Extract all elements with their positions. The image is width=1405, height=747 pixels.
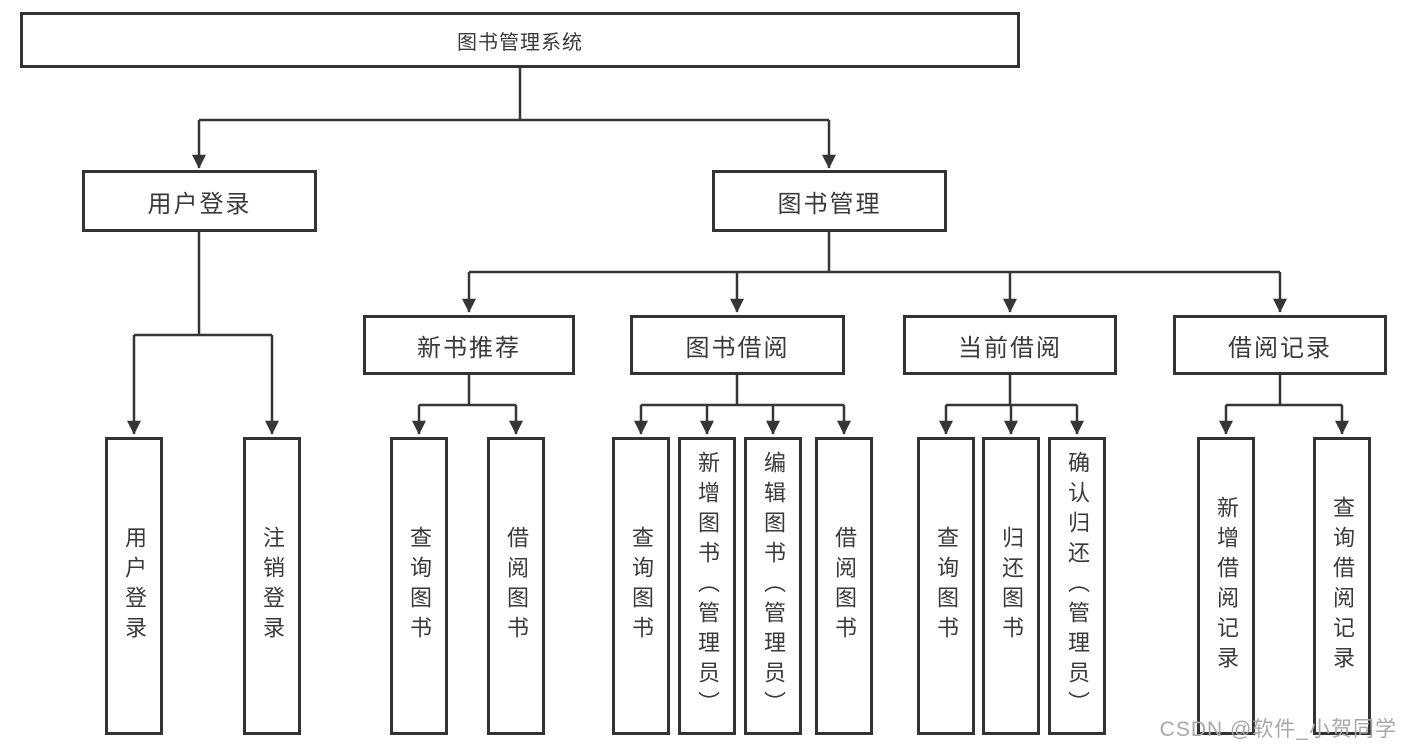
leaf-query-borrow-record: 查询借阅记录 — [1313, 437, 1371, 735]
leaf-query-books-borrow: 查询图书 — [612, 437, 670, 735]
node-user-login-label: 用户登录 — [147, 190, 252, 218]
node-book-borrow: 图书借阅 — [630, 315, 845, 375]
node-book-management-label: 图书管理 — [777, 190, 882, 218]
connector-trunk — [134, 68, 1342, 407]
leaf-borrow-books-label: 借阅图书 — [832, 526, 857, 646]
leaf-edit-book-admin: 编辑图书（管理员） — [744, 437, 802, 735]
node-library-system: 图书管理系统 — [20, 12, 1020, 68]
leaf-query-books-recommend-label: 查询图书 — [407, 526, 432, 646]
node-book-borrow-label: 图书借阅 — [685, 334, 790, 362]
leaf-edit-book-admin-label: 编辑图书（管理员） — [761, 451, 786, 721]
leaf-confirm-return-admin: 确认归还（管理员） — [1048, 437, 1106, 735]
leaf-user-login: 用户登录 — [105, 437, 163, 735]
node-library-system-label: 图书管理系统 — [457, 31, 583, 54]
leaf-query-books-borrow-label: 查询图书 — [629, 526, 654, 646]
leaf-confirm-return-admin-label: 确认归还（管理员） — [1065, 451, 1090, 721]
leaf-query-books-current-label: 查询图书 — [934, 526, 959, 646]
node-user-login: 用户登录 — [82, 170, 317, 232]
node-book-management: 图书管理 — [712, 170, 947, 232]
node-current-borrow-label: 当前借阅 — [958, 334, 1062, 362]
node-borrow-records: 借阅记录 — [1173, 315, 1387, 375]
leaf-add-borrow-record-label: 新增借阅记录 — [1214, 496, 1239, 676]
leaf-logout-label: 注销登录 — [260, 526, 285, 646]
node-new-book-recommend-label: 新书推荐 — [417, 334, 521, 362]
leaf-borrow-books-recommend: 借阅图书 — [487, 437, 545, 735]
leaf-add-book-admin: 新增图书（管理员） — [678, 437, 736, 735]
leaf-query-books-current: 查询图书 — [917, 437, 975, 735]
csdn-watermark: CSDN @软件_小贺同学 — [1159, 718, 1397, 741]
leaf-logout: 注销登录 — [243, 437, 301, 735]
leaf-query-books-recommend: 查询图书 — [390, 437, 448, 735]
leaf-return-books-label: 归还图书 — [999, 526, 1024, 646]
node-new-book-recommend: 新书推荐 — [363, 315, 575, 375]
node-borrow-records-label: 借阅记录 — [1228, 334, 1332, 362]
leaf-query-borrow-record-label: 查询借阅记录 — [1330, 496, 1355, 676]
leaf-borrow-books-recommend-label: 借阅图书 — [504, 526, 529, 646]
leaf-borrow-books: 借阅图书 — [815, 437, 873, 735]
leaf-user-login-label: 用户登录 — [122, 526, 147, 646]
leaf-add-borrow-record: 新增借阅记录 — [1197, 437, 1255, 735]
leaf-return-books: 归还图书 — [982, 437, 1040, 735]
leaf-add-book-admin-label: 新增图书（管理员） — [695, 451, 720, 721]
node-current-borrow: 当前借阅 — [903, 315, 1117, 375]
